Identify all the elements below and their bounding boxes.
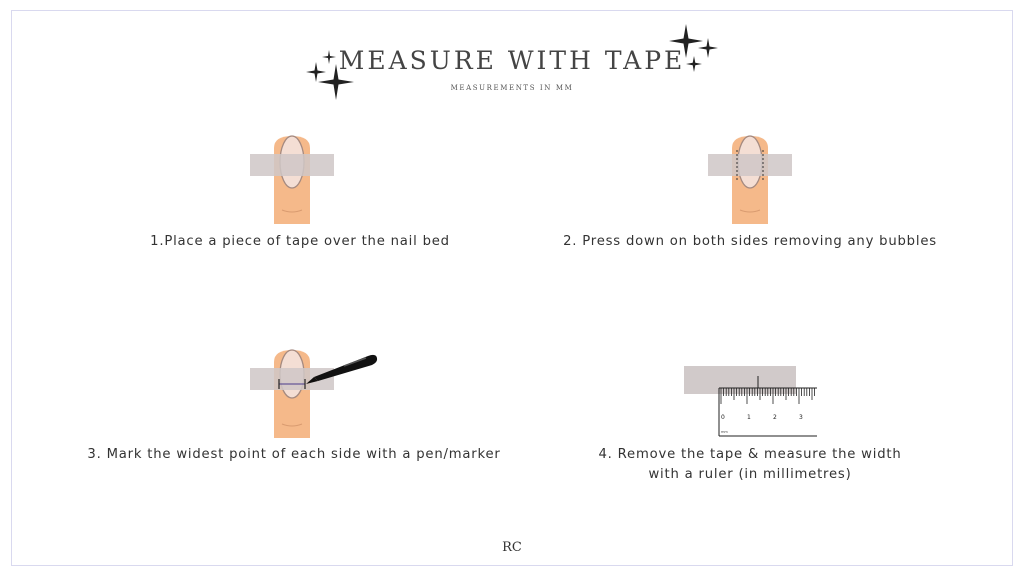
step-number: 2. (563, 234, 578, 249)
step-number: 3. (87, 447, 102, 462)
finger-with-pen-icon (250, 349, 378, 438)
step-text: Remove the tape & measure the width (617, 447, 902, 462)
page-title: MEASURE WITH TAPE (338, 46, 686, 75)
sparkle-icon (669, 24, 703, 58)
finger-icon (250, 135, 334, 224)
step-number: 1. (150, 234, 165, 249)
sparkle-icon (306, 62, 326, 82)
step-text-line-2: with a ruler (in millimetres) (648, 467, 852, 482)
brand-logo: RC (502, 540, 522, 555)
step-text: Place a piece of tape over the nail bed (164, 234, 450, 249)
ruler-label: 3 (799, 414, 803, 421)
step-4-line-1: 4. Remove the tape & measure the width (570, 445, 930, 465)
sparkle-icon (686, 56, 702, 72)
ruler-label: 1 (747, 414, 751, 421)
sparkle-icon (318, 64, 354, 100)
step-1-caption: 1.Place a piece of tape over the nail be… (120, 232, 480, 252)
page-frame (11, 10, 1013, 566)
step-2-caption: 2. Press down on both sides removing any… (540, 232, 960, 252)
ruler-icon: 0 1 2 3 mm (684, 366, 817, 437)
sparkle-icon-group-left (306, 50, 354, 100)
ruler-unit: mm (721, 430, 728, 434)
sparkle-icon-group-right (669, 24, 718, 72)
step-text: Mark the widest point of each side with … (106, 447, 501, 462)
ruler-label: 0 (721, 414, 725, 421)
step-3-caption: 3. Mark the widest point of each side wi… (64, 445, 524, 465)
sparkle-icon (322, 50, 336, 64)
sparkle-icon (698, 38, 718, 58)
finger-icon (708, 135, 792, 224)
page-subtitle: MEASUREMENTS IN MM (450, 84, 574, 92)
step-number: 4. (598, 447, 613, 462)
step-text: Press down on both sides removing any bu… (582, 234, 937, 249)
ruler-label: 2 (773, 414, 777, 421)
step-4-caption: 4. Remove the tape & measure the width w… (570, 445, 930, 485)
pen-icon (306, 354, 378, 384)
